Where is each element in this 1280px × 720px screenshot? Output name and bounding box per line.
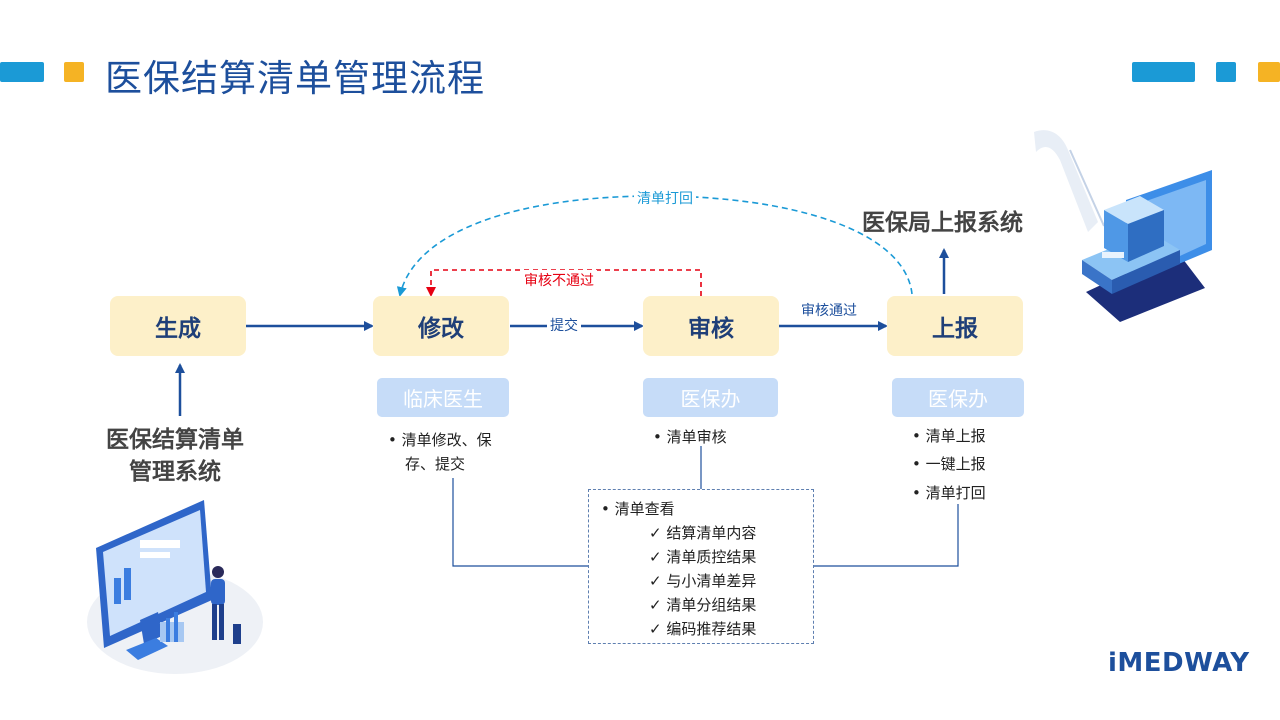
label-review-fail: 审核不通过 (521, 270, 597, 290)
list-view-item: ✓ 清单质控结果 (649, 548, 757, 566)
arrow-report-return (396, 195, 913, 297)
header-deco-left-bar (0, 62, 44, 82)
source-system-line2: 管理系统 (129, 459, 221, 485)
stage-report: 上报 (887, 296, 1023, 356)
label-submit: 提交 (547, 315, 581, 335)
bullet-report-oneclick: • 一键上报 (912, 455, 986, 473)
arrow-review-fail (426, 269, 702, 297)
list-view-item: ✓ 结算清单内容 (649, 524, 757, 542)
stage-modify: 修改 (373, 296, 509, 356)
role-review: 医保办 (643, 378, 778, 417)
bullet-review: • 清单审核 (653, 428, 727, 446)
list-view-header: • 清单查看 (601, 500, 675, 518)
label-review-pass: 审核通过 (798, 300, 860, 320)
header-deco-right-bar (1132, 62, 1195, 82)
bullet-modify-cont: 存、提交 (405, 455, 466, 473)
source-system-line1: 医保结算清单 (106, 427, 244, 453)
label-return: 清单打回 (634, 188, 696, 208)
header-deco-right-square-blue (1216, 62, 1236, 82)
page-title: 医保结算清单管理流程 (105, 57, 485, 100)
bullet-modify: • 清单修改、保 (388, 431, 492, 449)
header-deco-right-square-yellow (1258, 62, 1280, 82)
source-system-label: 医保结算清单 管理系统 (100, 424, 250, 488)
stage-review: 审核 (643, 296, 779, 356)
bullet-report-return: • 清单打回 (912, 484, 986, 502)
list-view-item: ✓ 与小清单差异 (649, 572, 757, 590)
role-modify: 临床医生 (377, 378, 509, 417)
bullet-report-upload: • 清单上报 (912, 427, 986, 445)
role-report: 医保办 (892, 378, 1024, 417)
connector-modify-box (452, 478, 588, 567)
report-system-illustration (1034, 130, 1212, 322)
list-view-box: • 清单查看 ✓ 结算清单内容 ✓ 清单质控结果 ✓ 与小清单差异 ✓ 清单分组… (588, 489, 814, 644)
header-deco-left-square (64, 62, 84, 82)
list-view-item: ✓ 编码推荐结果 (649, 620, 757, 638)
stage-generate: 生成 (110, 296, 246, 356)
connector-report-box (812, 504, 959, 567)
list-view-item: ✓ 清单分组结果 (649, 596, 757, 614)
brand-logo: iMEDWAY (1108, 648, 1250, 678)
management-system-illustration (87, 500, 263, 674)
target-system-label: 医保局上报系统 (862, 210, 1023, 236)
